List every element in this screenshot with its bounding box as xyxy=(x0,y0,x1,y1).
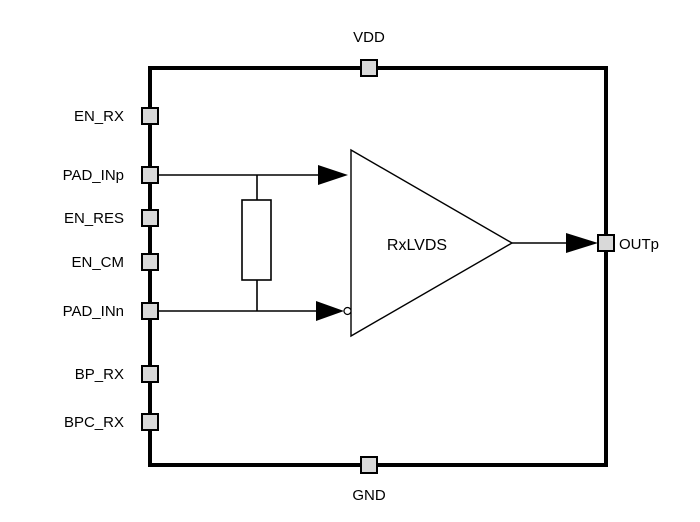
label-outp: OUTp xyxy=(619,236,659,253)
termination-resistor xyxy=(241,199,272,281)
label-bpc-rx: BPC_RX xyxy=(64,414,124,431)
label-bp-rx: BP_RX xyxy=(75,366,124,383)
arrow-inp xyxy=(318,165,348,185)
inverting-input-bubble xyxy=(343,306,352,316)
pin-outp xyxy=(597,234,615,252)
pin-vdd xyxy=(360,59,378,77)
block-label: RxLVDS xyxy=(387,237,447,254)
rxlvds-amplifier xyxy=(350,148,514,338)
pin-pad-inn xyxy=(141,302,159,320)
label-en-res: EN_RES xyxy=(64,210,124,227)
label-vdd: VDD xyxy=(353,29,385,46)
label-gnd: GND xyxy=(352,487,386,504)
pin-en-cm xyxy=(141,253,159,271)
arrow-outp xyxy=(566,233,598,253)
pin-en-res xyxy=(141,209,159,227)
label-en-rx: EN_RX xyxy=(74,108,124,125)
arrow-inn xyxy=(316,301,344,321)
pin-gnd xyxy=(360,456,378,474)
pin-bpc-rx xyxy=(141,413,159,431)
label-pad-inp: PAD_INp xyxy=(63,167,124,184)
label-pad-inn: PAD_INn xyxy=(63,303,124,320)
label-en-cm: EN_CM xyxy=(71,254,124,271)
pin-bp-rx xyxy=(141,365,159,383)
pin-en-rx xyxy=(141,107,159,125)
pin-pad-inp xyxy=(141,166,159,184)
